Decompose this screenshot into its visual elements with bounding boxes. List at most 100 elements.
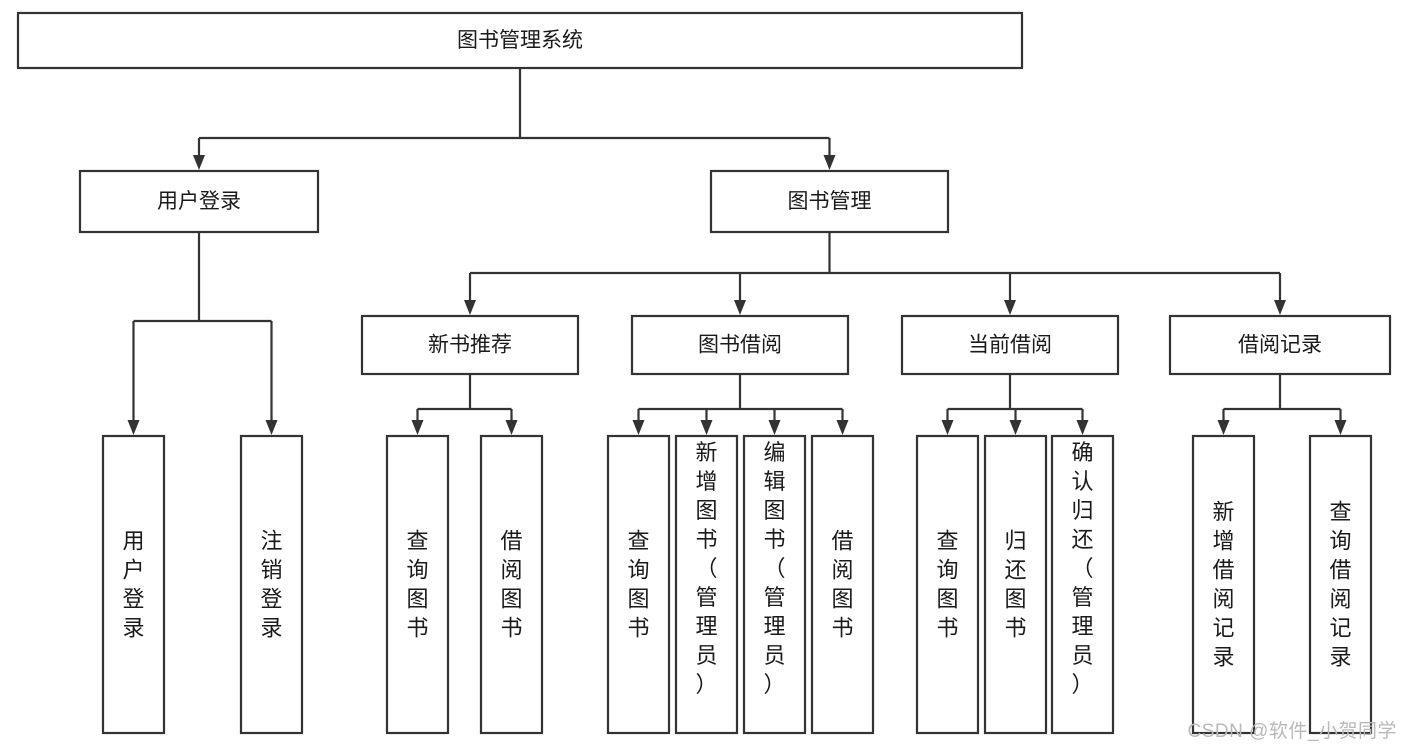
node-label-char: 管 [695, 585, 717, 610]
node-n_book_mgmt[interactable]: 图书管理 [709, 169, 950, 234]
node-l_user_login[interactable]: 用户登录 [101, 434, 166, 735]
edge-arrow-icon [823, 155, 836, 170]
node-n_new_book_rec[interactable]: 新书推荐 [360, 314, 580, 376]
node-label-char: 新 [695, 440, 717, 465]
node-label-char: 录 [260, 616, 282, 641]
node-box [606, 434, 671, 735]
node-box [479, 434, 544, 735]
node-box [1191, 434, 1256, 735]
node-label-char: 管 [763, 585, 785, 610]
node-label: 用户登录 [157, 190, 241, 213]
node-label-char: 理 [695, 614, 717, 639]
node-n_borrow_record[interactable]: 借阅记录 [1168, 314, 1392, 376]
node-label: 图书借阅 [698, 334, 782, 357]
node-label-char: 认 [1071, 469, 1093, 494]
node-label-char: 登 [260, 587, 282, 612]
node-box [900, 314, 1120, 376]
node-n_current_borrow[interactable]: 当前借阅 [900, 314, 1120, 376]
edge-arrow-icon [127, 420, 140, 435]
node-label-char: 编 [763, 440, 785, 465]
node-label-char: （ [695, 556, 717, 581]
node-label-char: 还 [1004, 558, 1026, 583]
node-label-char: 书 [936, 616, 958, 641]
edge-arrow-icon [836, 420, 849, 435]
node-label-char: 借 [1329, 558, 1351, 583]
node-box [1308, 434, 1373, 735]
edge-arrow-icon [505, 420, 518, 435]
node-label-char: 借 [831, 529, 853, 554]
node-label-char: 增 [1212, 529, 1234, 554]
edge-arrow-icon [1334, 420, 1347, 435]
node-label-char: 注 [260, 529, 282, 554]
node-label-char: 员 [695, 643, 717, 668]
node-label-char: 借 [500, 529, 522, 554]
edge-arrow-icon [941, 420, 954, 435]
node-label: 当前借阅 [968, 334, 1052, 357]
node-label-char: 询 [1329, 529, 1351, 554]
edge-arrow-icon [464, 300, 476, 315]
node-box [1050, 434, 1115, 735]
node-label-char: 书 [627, 616, 649, 641]
node-label-char: 阅 [1212, 587, 1234, 612]
node-box [239, 434, 304, 735]
node-label-char: 查 [627, 529, 649, 554]
node-label-char: 图 [627, 587, 649, 612]
node-label-char: 图 [500, 587, 522, 612]
node-label-char: 理 [1071, 614, 1093, 639]
edge-arrow-icon [265, 420, 278, 435]
node-label-char: （ [763, 556, 785, 581]
edge-arrow-icon [193, 155, 205, 170]
node-box [709, 169, 950, 234]
edge-arrow-icon [1274, 300, 1286, 315]
edge-arrow-icon [734, 300, 746, 315]
node-label: 借阅记录 [1238, 334, 1322, 357]
node-label-char: 书 [1004, 616, 1026, 641]
node-label-char: 录 [1329, 645, 1351, 670]
node-box [360, 314, 580, 376]
node-root[interactable]: 图书管理系统 [16, 11, 1024, 70]
node-label-char: 图 [1004, 587, 1026, 612]
node-label-char: ） [1071, 672, 1093, 697]
edge-arrow-icon [1009, 420, 1022, 435]
node-label-char: 书 [500, 616, 522, 641]
node-n_book_borrow[interactable]: 图书借阅 [630, 314, 850, 376]
node-label-char: （ [1071, 556, 1093, 581]
node-label-char: 书 [763, 527, 785, 552]
node-box [810, 434, 875, 735]
node-label-char: 借 [1212, 558, 1234, 583]
node-label-char: 员 [1071, 643, 1093, 668]
node-label-char: 询 [406, 558, 428, 583]
node-label-char: 用 [122, 529, 144, 554]
node-label-char: 阅 [500, 558, 522, 583]
edge-arrow-icon [1004, 300, 1016, 315]
node-label-char: 记 [1212, 616, 1234, 641]
node-label-char: 理 [763, 614, 785, 639]
node-box [385, 434, 450, 735]
node-label-char: 书 [831, 616, 853, 641]
edge-arrow-icon [1076, 420, 1089, 435]
node-n_user_login[interactable]: 用户登录 [78, 169, 320, 234]
node-box [101, 434, 166, 735]
node-label-char: ） [695, 672, 717, 697]
node-label: 图书管理 [788, 190, 872, 213]
node-label-char: 录 [122, 616, 144, 641]
node-label-char: 登 [122, 587, 144, 612]
node-label-char: 询 [627, 558, 649, 583]
node-label-char: ） [763, 672, 785, 697]
node-label-char: 记 [1329, 616, 1351, 641]
node-label-char: 户 [122, 558, 144, 583]
